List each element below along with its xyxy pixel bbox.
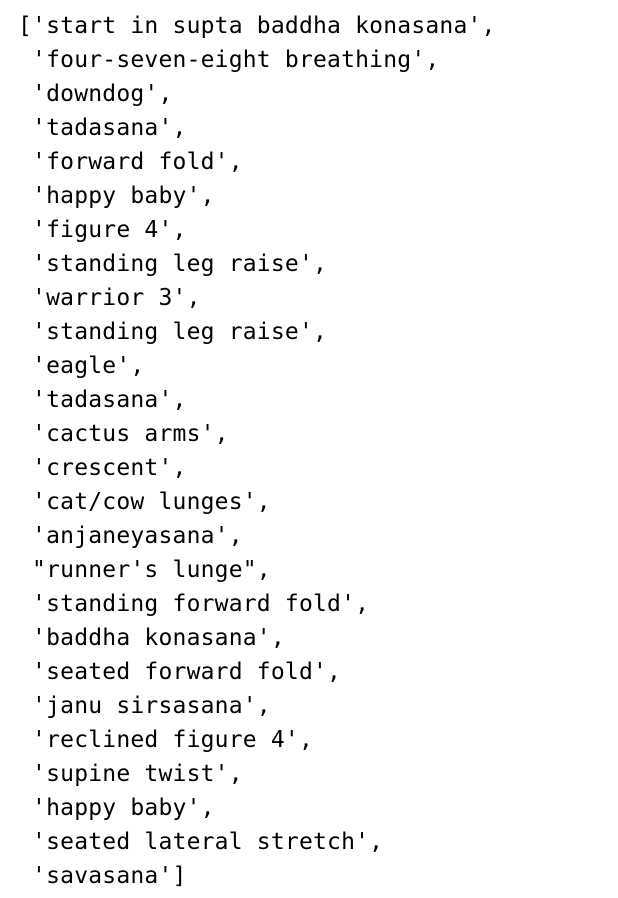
output-line: 'tadasana', [18, 115, 187, 141]
output-line: 'cactus arms', [18, 421, 229, 447]
output-line: 'baddha konasana', [18, 625, 285, 651]
output-line: 'janu sirsasana', [18, 693, 271, 719]
output-line: 'forward fold', [18, 149, 243, 175]
output-line: 'cat/cow lunges', [18, 489, 271, 515]
output-line: 'savasana'] [18, 863, 187, 889]
output-line: 'standing leg raise', [18, 319, 328, 345]
output-line: 'seated lateral stretch', [18, 829, 384, 855]
output-line: 'reclined figure 4', [18, 727, 313, 753]
output-line: 'figure 4', [18, 217, 187, 243]
output-line: ['start in supta baddha konasana', [18, 13, 496, 39]
output-line: 'supine twist', [18, 761, 243, 787]
output-line: 'standing leg raise', [18, 251, 328, 277]
output-line: 'crescent', [18, 455, 187, 481]
output-line: 'standing forward fold', [18, 591, 370, 617]
output-line: 'anjaneyasana', [18, 523, 243, 549]
output-line: 'downdog', [18, 81, 173, 107]
output-line: 'seated forward fold', [18, 659, 342, 685]
output-line: 'eagle', [18, 353, 145, 379]
output-line: 'happy baby', [18, 183, 215, 209]
output-line: "runner's lunge", [18, 557, 271, 583]
cell-output: ['start in supta baddha konasana', 'four… [18, 9, 614, 893]
output-line: 'tadasana', [18, 387, 187, 413]
output-line: 'warrior 3', [18, 285, 201, 311]
output-line: 'happy baby', [18, 795, 215, 821]
output-line: 'four-seven-eight breathing', [18, 47, 440, 73]
